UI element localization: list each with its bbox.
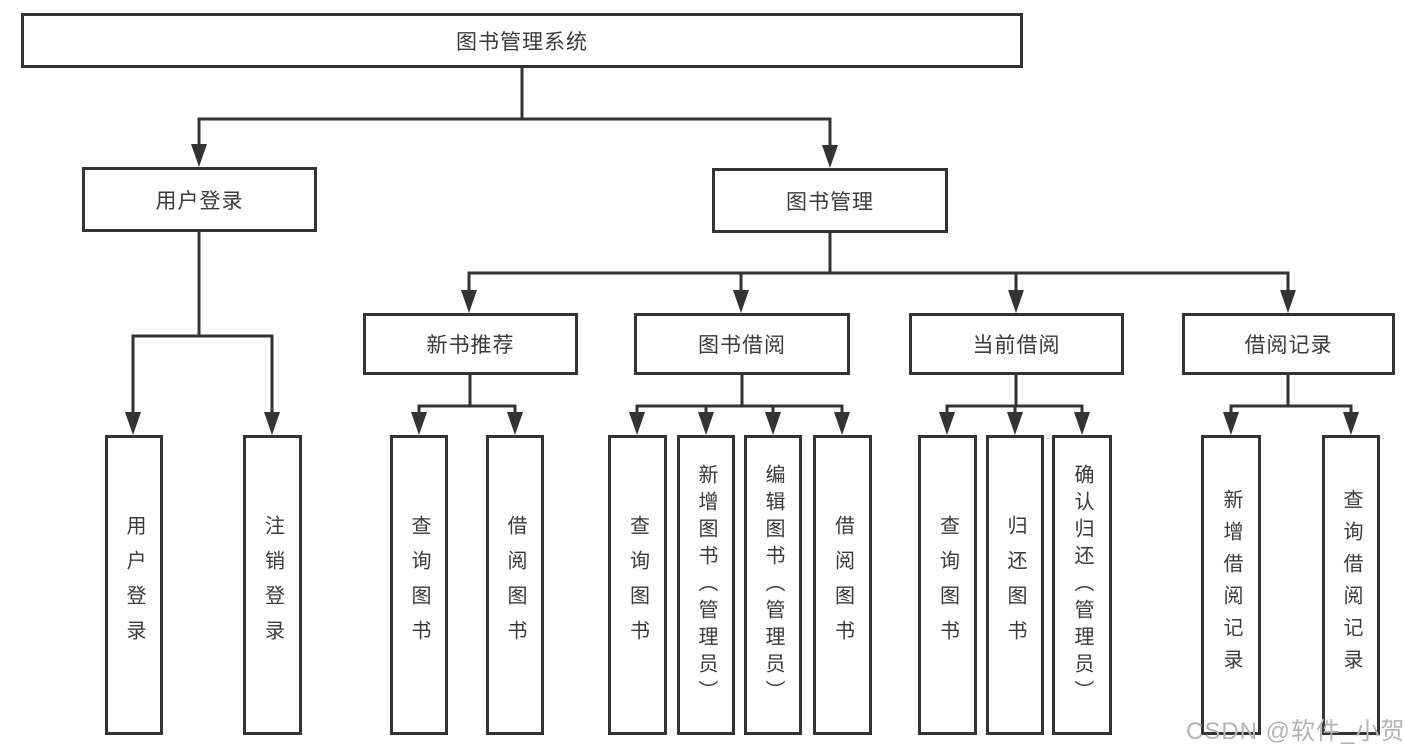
leaf-query-borrow-record: 查询借阅记录 bbox=[1322, 435, 1380, 735]
leaf-bookborrow-borrow-books-label: 借阅图书 bbox=[831, 515, 854, 655]
connector-newbook-arrowheads bbox=[411, 412, 523, 435]
leaf-edit-book-admin: 编辑图书（管理员） bbox=[744, 435, 802, 735]
leaf-bookborrow-borrow-books: 借阅图书 bbox=[813, 435, 872, 735]
leaf-newbook-query-books-label: 查询图书 bbox=[408, 515, 430, 655]
node-library-system: 图书管理系统 bbox=[21, 13, 1023, 68]
connector-bookborrow-branch bbox=[635, 375, 844, 414]
leaf-edit-book-admin-label: 编辑图书（管理员） bbox=[762, 463, 784, 707]
leaf-newbook-borrow-books: 借阅图书 bbox=[486, 435, 544, 735]
watermark: CSDN @软件_小贺同学 bbox=[1186, 718, 1405, 745]
leaf-add-borrow-record-label: 新增借阅记录 bbox=[1220, 489, 1242, 681]
leaf-return-book: 归还图书 bbox=[986, 435, 1044, 735]
leaf-logout: 注销登录 bbox=[243, 435, 302, 735]
leaf-add-book-admin-label: 新增图书（管理员） bbox=[695, 463, 717, 707]
node-book-management-label: 图书管理 bbox=[786, 190, 874, 214]
connector-newbook-branch bbox=[417, 375, 517, 414]
node-user-login-label: 用户登录 bbox=[155, 189, 244, 213]
node-book-borrow: 图书借阅 bbox=[634, 313, 850, 375]
leaf-currentborrow-query-books-label: 查询图书 bbox=[936, 515, 959, 655]
leaf-bookborrow-query-books-label: 查询图书 bbox=[626, 515, 649, 655]
leaf-query-borrow-record-label: 查询借阅记录 bbox=[1340, 489, 1362, 681]
node-borrow-records: 借阅记录 bbox=[1182, 313, 1395, 375]
connector-login-arrowheads bbox=[125, 412, 280, 435]
connector-currentborrow-branch bbox=[945, 375, 1084, 414]
node-current-borrow-label: 当前借阅 bbox=[972, 334, 1061, 357]
connector-management-branch bbox=[467, 233, 1290, 291]
node-library-system-label: 图书管理系统 bbox=[456, 30, 588, 54]
leaf-confirm-return-admin: 确认归还（管理员） bbox=[1052, 435, 1112, 735]
leaf-user-login-label: 用户登录 bbox=[123, 515, 145, 655]
leaf-newbook-borrow-books-label: 借阅图书 bbox=[504, 515, 526, 655]
node-borrow-records-label: 借阅记录 bbox=[1244, 334, 1333, 357]
connector-login-branch bbox=[131, 232, 274, 414]
leaf-add-book-admin: 新增图书（管理员） bbox=[677, 435, 735, 735]
leaf-bookborrow-query-books: 查询图书 bbox=[608, 435, 667, 735]
node-new-book-recommend-label: 新书推荐 bbox=[426, 334, 515, 357]
node-book-management: 图书管理 bbox=[712, 168, 948, 233]
connector-currentborrow-arrowheads bbox=[939, 412, 1090, 435]
node-user-login: 用户登录 bbox=[82, 167, 317, 232]
leaf-newbook-query-books: 查询图书 bbox=[390, 435, 448, 735]
connector-borrowrecords-arrowheads bbox=[1223, 412, 1359, 435]
node-current-borrow: 当前借阅 bbox=[909, 313, 1124, 375]
connector-management-arrowheads bbox=[461, 290, 1296, 313]
connector-bookborrow-arrowheads bbox=[629, 412, 850, 435]
leaf-add-borrow-record: 新增借阅记录 bbox=[1201, 435, 1261, 735]
leaf-user-login: 用户登录 bbox=[105, 435, 163, 735]
leaf-logout-label: 注销登录 bbox=[261, 515, 284, 655]
leaf-confirm-return-admin-label: 确认归还（管理员） bbox=[1071, 463, 1093, 707]
leaf-return-book-label: 归还图书 bbox=[1004, 515, 1026, 655]
leaf-currentborrow-query-books: 查询图书 bbox=[918, 435, 977, 735]
connector-root-branch bbox=[197, 68, 832, 147]
node-book-borrow-label: 图书借阅 bbox=[698, 334, 786, 357]
node-new-book-recommend: 新书推荐 bbox=[363, 313, 578, 375]
connector-root-arrowheads bbox=[191, 144, 838, 168]
connector-borrowrecords-branch bbox=[1229, 375, 1353, 414]
